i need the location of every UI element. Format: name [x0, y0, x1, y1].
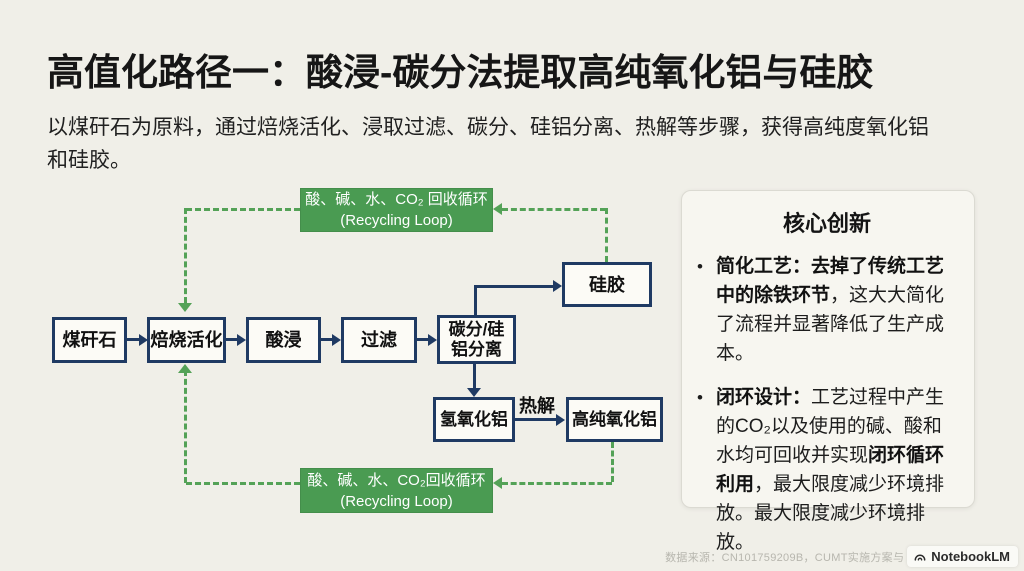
arrowhead-down-into-roasting-icon	[178, 303, 192, 312]
slide-title: 高值化路径一：酸浸-碳分法提取高纯氧化铝与硅胶	[47, 52, 874, 93]
core-innovation-title: 核心创新	[782, 211, 871, 236]
node-coal-gangue: 煤矸石	[52, 317, 127, 363]
arrowhead-coal-to-roasting-icon	[139, 334, 148, 346]
connector-coal-to-roasting	[127, 338, 140, 341]
node-carbonation-separation: 碳分/硅 铝分离	[437, 315, 516, 364]
notebooklm-badge-label: NotebookLM	[931, 549, 1010, 564]
notebooklm-logo-icon	[914, 554, 926, 561]
arrowhead-filtration-to-carbonation-icon	[428, 334, 437, 346]
dashed-line-bottom-left-vertical	[184, 370, 187, 483]
notebooklm-badge: NotebookLM	[907, 546, 1018, 567]
bullet-marker: •	[697, 388, 703, 407]
connector-roasting-to-acid	[226, 338, 238, 341]
arrowhead-into-silica-gel-icon	[553, 280, 562, 292]
dashed-line-from-alumina-vertical	[611, 442, 614, 482]
dashed-line-from-silica-gel-vertical	[605, 208, 608, 262]
dashed-line-top-left-horizontal	[186, 208, 300, 211]
arrowhead-roasting-to-acid-icon	[237, 334, 246, 346]
connector-hydroxide-to-alumina	[515, 418, 557, 421]
bullet-simplified-process: • 简化工艺：去掉了传统工艺中的除铁环节，这大大简化了流程并显著降低了生产成本。	[697, 252, 957, 368]
connector-carbonation-up-vertical	[474, 285, 477, 317]
recycling-loop-banner-bottom: 酸、碱、水、CO₂回收循环 (Recycling Loop)	[300, 468, 493, 513]
bullet-marker: •	[697, 257, 703, 276]
arrowhead-into-alumina-icon	[556, 414, 565, 426]
data-source-text: 数据来源：CN101759209B，CUMT实施方案与	[665, 551, 905, 564]
node-aluminum-hydroxide: 氢氧化铝	[433, 397, 515, 442]
node-roasting-activation: 焙烧活化	[147, 317, 226, 363]
arrowhead-up-into-roasting-icon	[178, 364, 192, 373]
connector-carbonation-to-silica-horizontal	[474, 285, 554, 288]
connector-carbonation-to-hydroxide	[473, 363, 476, 389]
arrowhead-acid-to-filtration-icon	[332, 334, 341, 346]
dashed-line-top-right-horizontal	[502, 208, 606, 211]
connector-filtration-to-carbonation	[417, 338, 429, 341]
dashed-line-bottom-right-horizontal	[502, 482, 612, 485]
bullet-simplified-process-text: 简化工艺：去掉了传统工艺中的除铁环节，这大大简化了流程并显著降低了生产成本。	[716, 256, 945, 364]
node-acid-leaching: 酸浸	[246, 317, 321, 363]
core-innovation-card: 核心创新 • 简化工艺：去掉了传统工艺中的除铁环节，这大大简化了流程并显著降低了…	[681, 190, 975, 553]
arrowhead-left-into-top-banner-icon	[493, 203, 502, 215]
dashed-line-top-left-vertical	[184, 208, 187, 303]
dashed-line-bottom-left-horizontal	[186, 482, 300, 485]
connector-acid-to-filtration	[321, 338, 333, 341]
recycling-loop-banner-top: 酸、碱、水、CO₂ 回收循环 (Recycling Loop)	[300, 188, 493, 232]
footer: 数据来源：CN101759209B，CUMT实施方案与 NotebookLM	[665, 546, 1018, 567]
slide-subtitle: 以煤矸石为原料，通过焙烧活化、浸取过滤、碳分、硅铝分离、热解等步骤，获得高纯度氧…	[47, 116, 929, 172]
bullet-closed-loop-text: 闭环设计：工艺过程中产生的CO₂以及使用的碱、酸和水均可回收并实现闭环循环利用，…	[716, 387, 945, 553]
arrowhead-left-into-bottom-banner-icon	[493, 477, 502, 489]
arrowhead-into-hydroxide-icon	[467, 388, 481, 397]
bullet-closed-loop: • 闭环设计：工艺过程中产生的CO₂以及使用的碱、酸和水均可回收并实现闭环循环利…	[697, 383, 957, 557]
pyrolysis-edge-label: 热解	[519, 396, 555, 416]
node-high-purity-alumina: 高纯氧化铝	[566, 397, 663, 442]
node-filtration: 过滤	[341, 317, 417, 363]
node-silica-gel: 硅胶	[562, 262, 652, 307]
